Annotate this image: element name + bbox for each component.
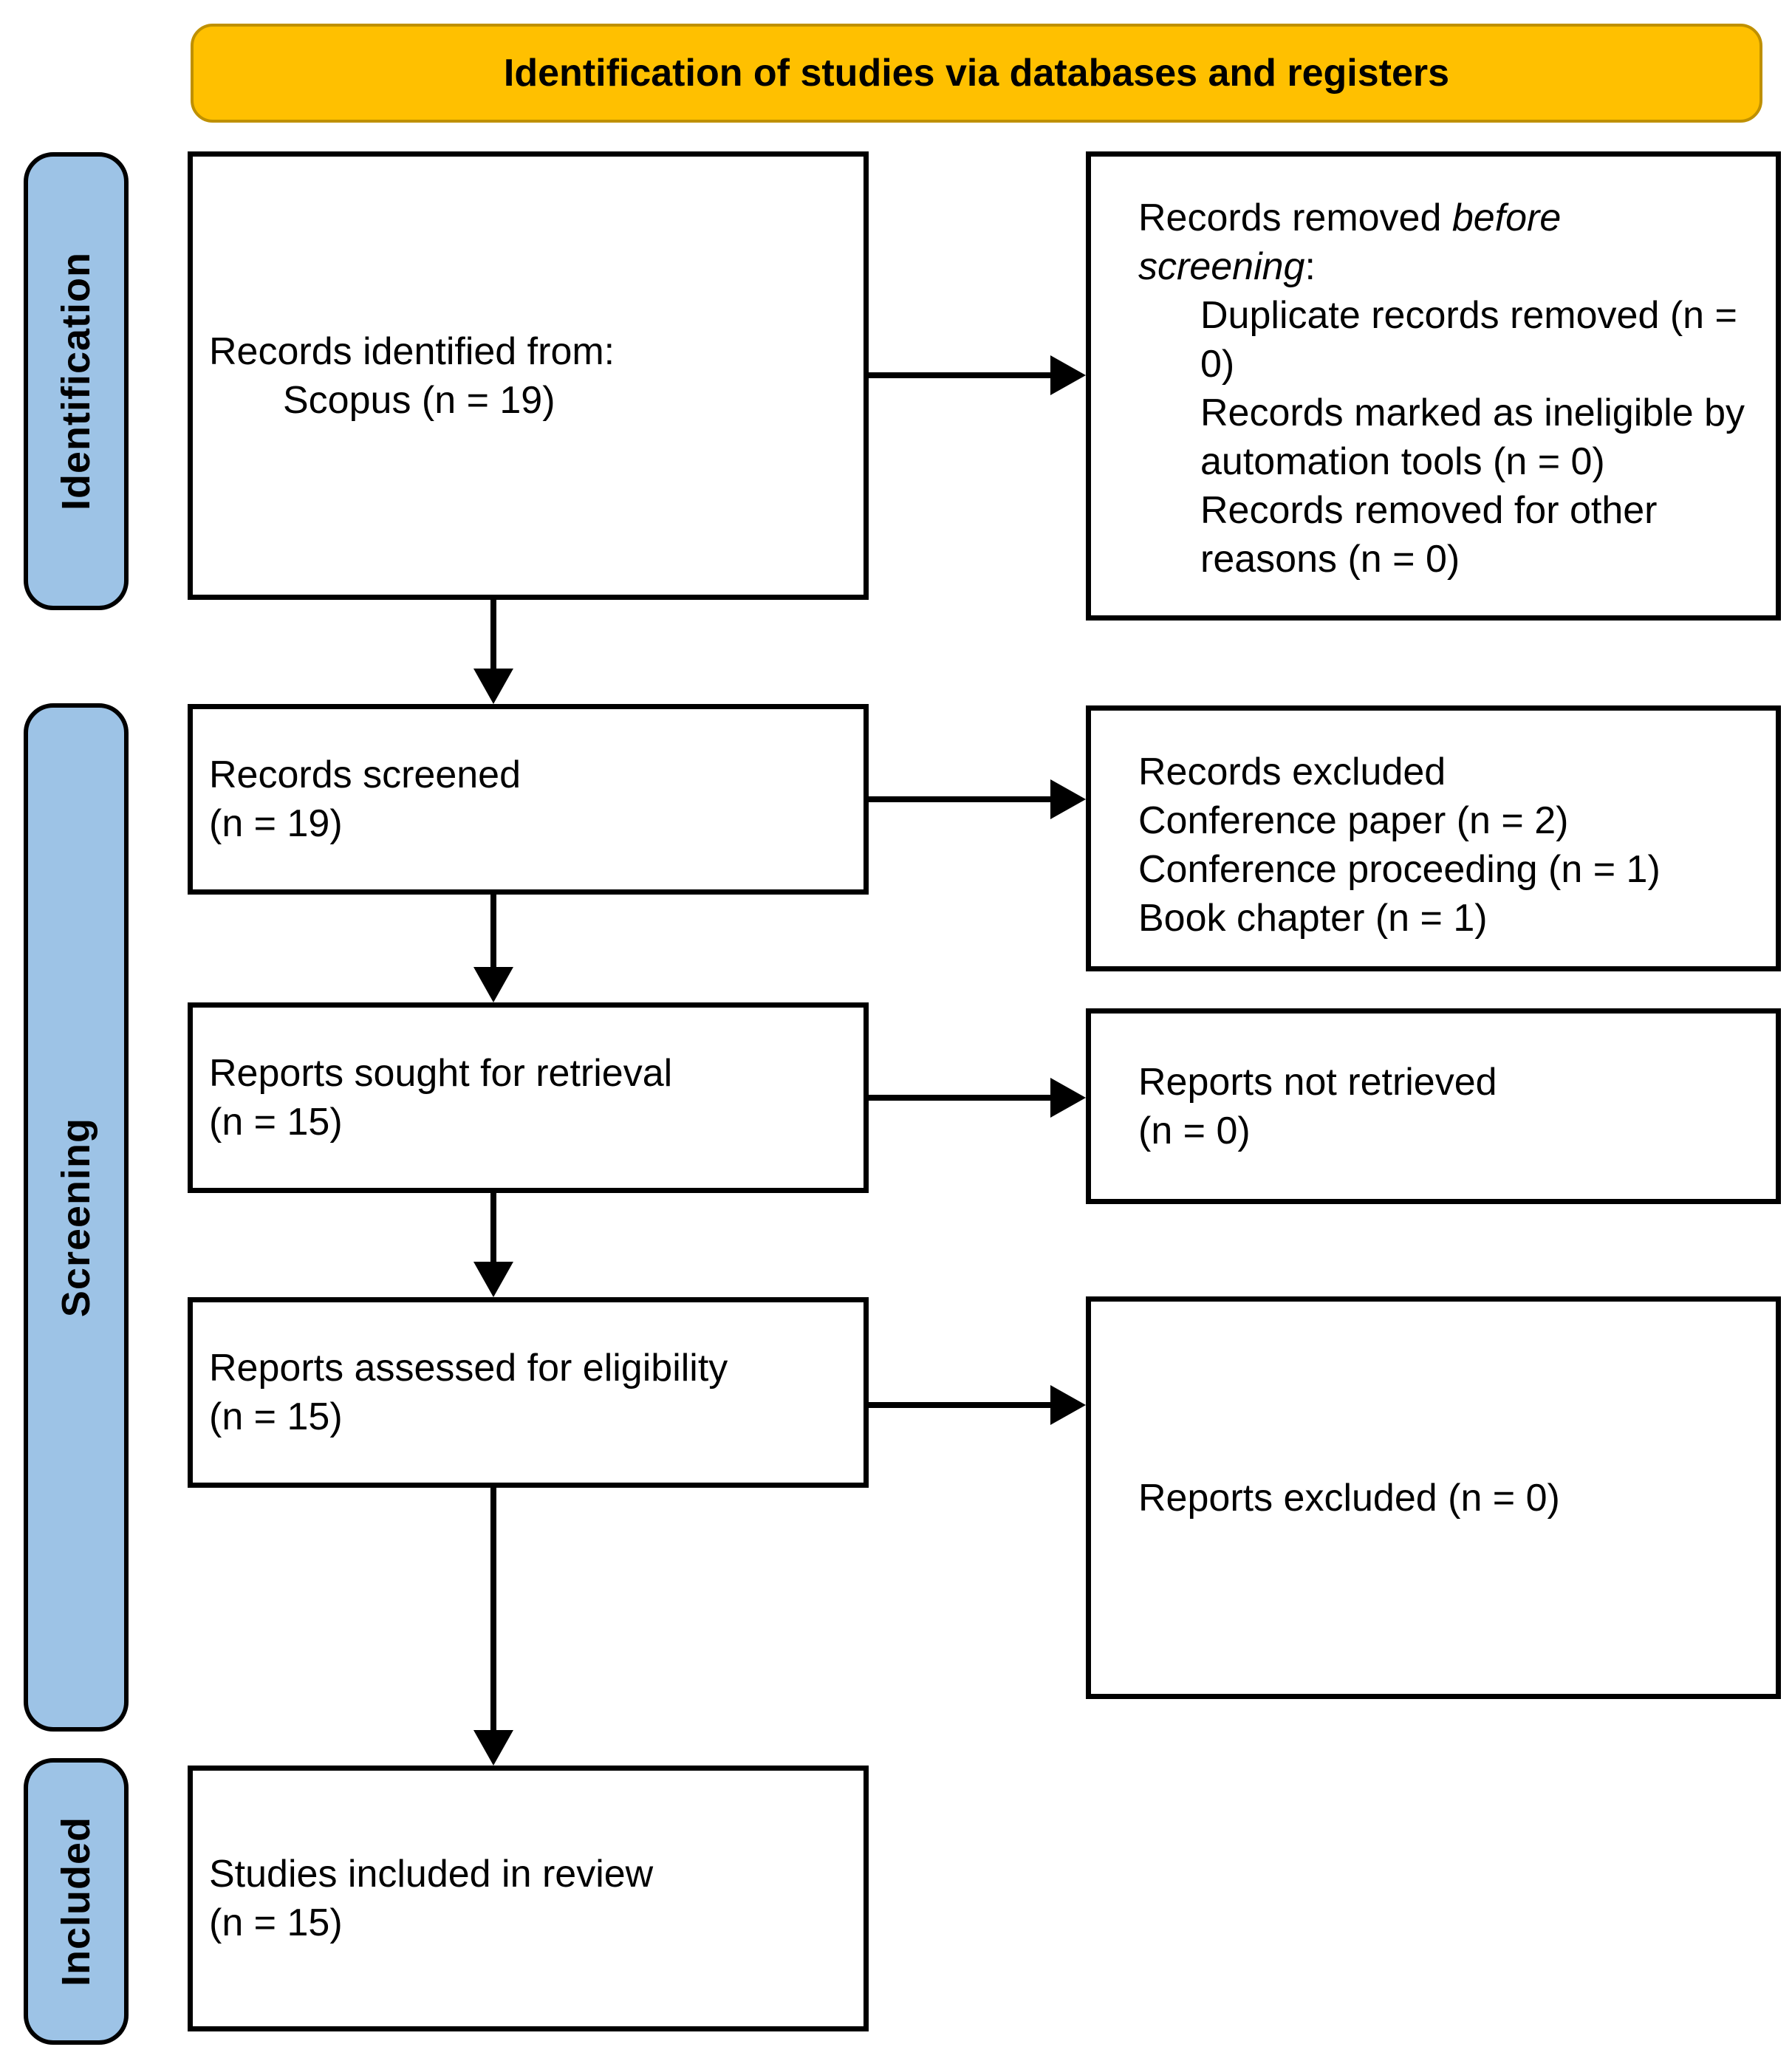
right-arrowhead-icon: [1050, 1385, 1086, 1425]
arrow-line: [869, 372, 1053, 378]
reports-sought-line1: Reports sought for retrieval: [209, 1052, 673, 1095]
arrow-line: [869, 1095, 1053, 1101]
down-arrowhead-icon: [473, 1730, 513, 1766]
arrow-identified-to-screened: [473, 600, 513, 704]
stage-bar-identification: Identification: [24, 152, 129, 610]
arrow-line: [869, 796, 1053, 802]
down-arrowhead-icon: [473, 1262, 513, 1297]
arrow-sought-to-assessed: [473, 1193, 513, 1297]
arrow-line: [490, 600, 496, 671]
records-excluded-line4: Book chapter (n = 1): [1138, 897, 1488, 940]
reports-not-retrieved-line2: (n = 0): [1138, 1109, 1251, 1152]
box-records-removed: Records removed before screening: Duplic…: [1086, 151, 1781, 621]
box-reports-excluded: Reports excluded (n = 0): [1086, 1296, 1781, 1699]
arrow-line: [490, 895, 496, 970]
box-reports-sought: Reports sought for retrieval (n = 15): [188, 1002, 869, 1193]
stage-label-included: Included: [54, 1816, 98, 1986]
records-removed-item-other: Records removed for other reasons (n = 0…: [1200, 489, 1658, 581]
box-reports-assessed: Reports assessed for eligibility (n = 15…: [188, 1297, 869, 1488]
records-identified-line1: Records identified from:: [209, 329, 615, 373]
banner-title: Identification of studies via databases …: [503, 52, 1450, 95]
arrow-sought-to-not-retrieved: [869, 1078, 1086, 1118]
reports-not-retrieved-line1: Reports not retrieved: [1138, 1060, 1497, 1104]
box-records-identified: Records identified from: Scopus (n = 19): [188, 151, 869, 600]
box-records-screened: Records screened (n = 19): [188, 704, 869, 895]
right-arrowhead-icon: [1050, 1078, 1086, 1118]
arrow-screened-to-sought: [473, 895, 513, 1002]
records-screened-line2: (n = 19): [209, 802, 343, 845]
arrow-line: [869, 1402, 1053, 1408]
reports-assessed-line1: Reports assessed for eligibility: [209, 1347, 728, 1390]
arrow-identified-to-removed: [869, 355, 1086, 395]
stage-bar-included: Included: [24, 1758, 129, 2045]
records-removed-intro-suffix: :: [1304, 245, 1316, 288]
reports-sought-line2: (n = 15): [209, 1101, 343, 1144]
records-removed-intro-italic: before screening: [1138, 196, 1562, 288]
right-arrowhead-icon: [1050, 355, 1086, 395]
records-excluded-line1: Records excluded: [1138, 751, 1446, 793]
records-excluded-line3: Conference proceeding (n = 1): [1138, 848, 1661, 891]
stage-label-identification: Identification: [54, 252, 98, 510]
down-arrowhead-icon: [473, 669, 513, 704]
records-removed-item-duplicates: Duplicate records removed (n = 0): [1200, 294, 1737, 386]
box-reports-not-retrieved: Reports not retrieved (n = 0): [1086, 1008, 1781, 1204]
arrow-line: [490, 1488, 496, 1733]
studies-included-line1: Studies included in review: [209, 1853, 654, 1896]
arrow-assessed-to-reports-excluded: [869, 1385, 1086, 1425]
arrow-line: [490, 1193, 496, 1265]
records-removed-item-automation: Records marked as ineligible by automati…: [1200, 392, 1745, 483]
records-removed-intro: Records removed before screening:: [1138, 194, 1746, 291]
box-records-excluded: Records excluded Conference paper (n = 2…: [1086, 705, 1781, 971]
records-screened-line1: Records screened: [209, 753, 521, 796]
records-identified-line2: Scopus (n = 19): [283, 378, 555, 422]
reports-assessed-line2: (n = 15): [209, 1395, 343, 1438]
banner: Identification of studies via databases …: [191, 24, 1762, 123]
arrow-screened-to-excluded: [869, 779, 1086, 819]
records-excluded-line2: Conference paper (n = 2): [1138, 799, 1569, 842]
records-removed-intro-normal: Records removed: [1138, 196, 1452, 239]
studies-included-line2: (n = 15): [209, 1901, 343, 1944]
arrow-assessed-to-included: [473, 1488, 513, 1766]
stage-label-screening: Screening: [54, 1117, 98, 1318]
reports-excluded-line1: Reports excluded (n = 0): [1138, 1476, 1560, 1520]
stage-bar-screening: Screening: [24, 703, 129, 1732]
right-arrowhead-icon: [1050, 779, 1086, 819]
down-arrowhead-icon: [473, 967, 513, 1002]
box-studies-included: Studies included in review (n = 15): [188, 1766, 869, 2031]
